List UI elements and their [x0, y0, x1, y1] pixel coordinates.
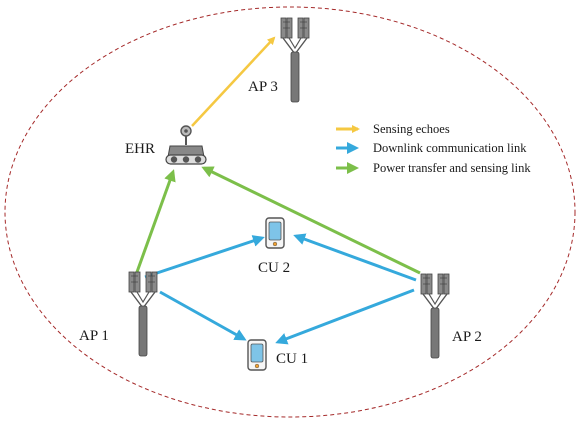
downlink-ap2-cu1	[275, 288, 415, 345]
legend-label: Power transfer and sensing link	[373, 161, 531, 175]
phone-icon	[265, 217, 285, 249]
legend-item-downlink: Downlink communication link	[336, 141, 527, 155]
ap1-label: AP 1	[79, 328, 109, 344]
ehr-node: EHR	[125, 125, 207, 165]
cu1-node: CU 1	[247, 339, 308, 371]
tower-icon	[128, 271, 158, 357]
sensing-echo-link	[191, 36, 276, 127]
ap3-label: AP 3	[248, 79, 278, 95]
ap3-node: AP 3	[248, 17, 310, 103]
power-link-ap2	[201, 166, 421, 275]
legend-item-sensing: Sensing echoes	[336, 122, 450, 136]
coverage-boundary	[4, 6, 576, 418]
ap2-node: AP 2	[420, 273, 482, 359]
tower-icon	[420, 273, 450, 359]
cu2-node: CU 2	[258, 217, 290, 276]
ap1-node: AP 1	[79, 271, 158, 357]
links	[135, 36, 421, 345]
legend-label: Downlink communication link	[373, 141, 527, 155]
legend-item-power: Power transfer and sensing link	[336, 161, 531, 175]
cu2-label: CU 2	[258, 260, 290, 276]
downlink-ap1-cu2	[144, 235, 265, 279]
downlink-ap1-cu1	[159, 290, 247, 341]
downlink-ap2-cu2	[293, 233, 417, 282]
legend-label: Sensing echoes	[373, 122, 450, 136]
phone-icon	[247, 339, 267, 371]
ap2-label: AP 2	[452, 329, 482, 345]
robot-icon	[165, 125, 207, 165]
legend: Sensing echoes Downlink communication li…	[336, 122, 531, 175]
power-link-ap1	[135, 169, 176, 273]
cu1-label: CU 1	[276, 351, 308, 367]
tower-icon	[280, 17, 310, 103]
ehr-label: EHR	[125, 141, 155, 157]
